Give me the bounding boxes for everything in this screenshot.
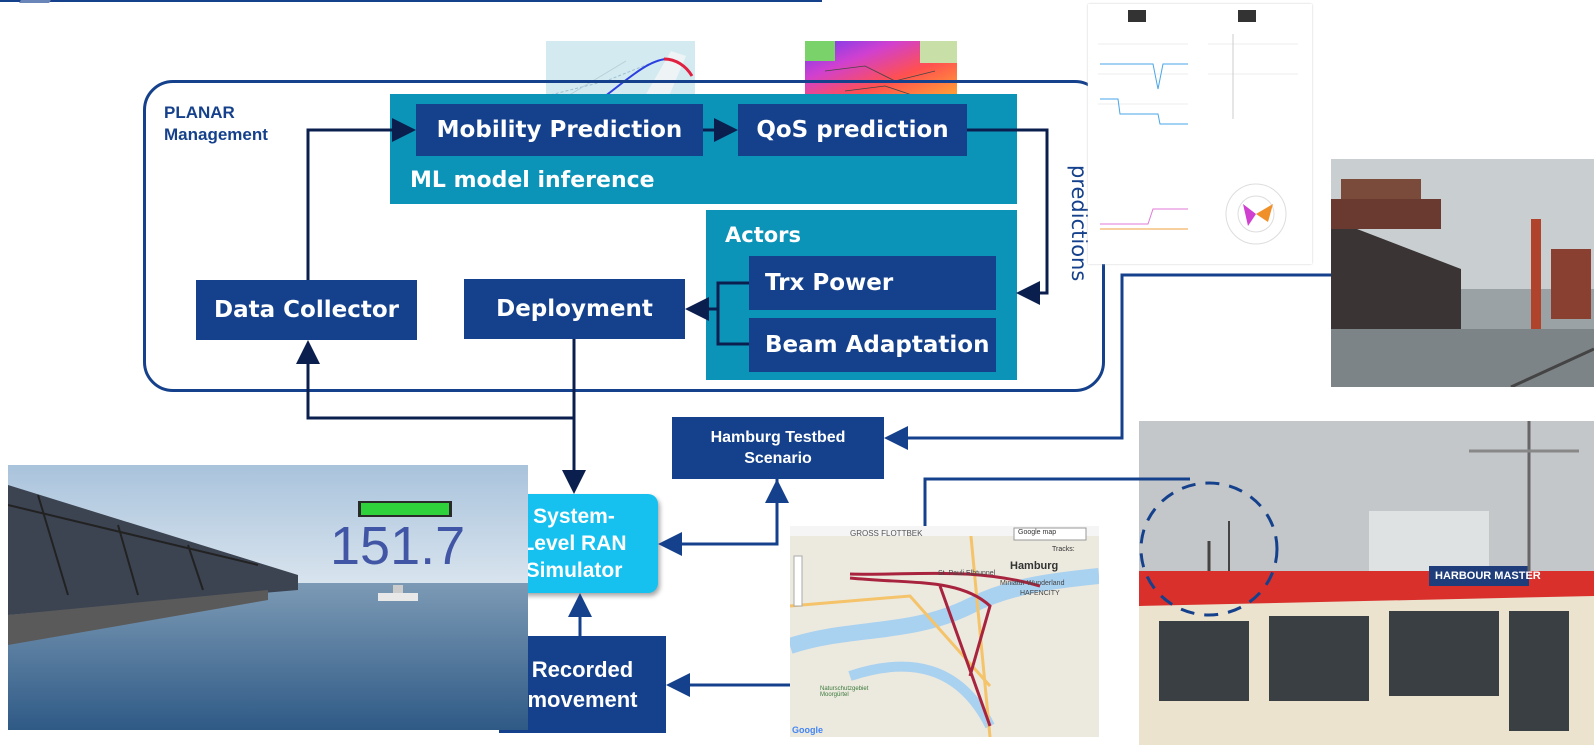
simulation-3d-screenshot: 151.7: [8, 465, 528, 730]
map-place-label: St. Pauli Elbtunnel: [938, 570, 996, 577]
mobility-prediction-box: Mobility Prediction: [416, 104, 703, 156]
line-boat-to-map: [923, 477, 1190, 526]
mobility-trajectory-thumbnail: [546, 41, 695, 103]
map-place-label: GROSS FLOTTBEK: [850, 529, 923, 538]
arrow-ship-to-testbed: [884, 273, 1331, 450]
arrow-collector-to-mobility: [306, 118, 416, 280]
harbour-master-boat-photo: HARBOUR MASTER: [1139, 421, 1594, 745]
qos-prediction-box: QoS prediction: [738, 104, 967, 156]
deployment-box: Deployment: [464, 279, 685, 339]
beam-adaptation-box: Beam Adaptation: [749, 318, 996, 372]
map-type-select: Google map: [1018, 529, 1057, 536]
container-ship-photo: [1331, 159, 1594, 387]
harbour-master-sign: HARBOUR MASTER: [1435, 570, 1541, 582]
hamburg-testbed-line2: Scenario: [744, 450, 812, 467]
map-place-label: Google: [792, 725, 823, 735]
ml-inference-label: ML model inference: [410, 168, 655, 193]
qos-heatmap-thumbnail: [805, 41, 957, 103]
planar-title: PLANAR Management: [164, 102, 268, 146]
trx-power-box: Trx Power: [749, 256, 996, 310]
arrow-simulator-to-collector: [296, 340, 574, 420]
simulator-line2: Level RAN: [521, 532, 627, 555]
map-place-label: HAFENCITY: [1020, 590, 1060, 597]
hamburg-testbed-line1: Hamburg Testbed: [710, 429, 846, 446]
planar-title-line1: PLANAR: [164, 103, 235, 122]
hamburg-testbed-box: Hamburg Testbed Scenario: [672, 417, 884, 479]
arrow-actors-bracket: [716, 281, 749, 346]
arrow-testbed-to-simulator: [658, 479, 779, 556]
sim-speed-readout: 151.7: [330, 516, 466, 576]
simulator-line3: Simulator: [525, 559, 623, 582]
hamburg-map-screenshot: GROSS FLOTTBEK Hamburg St. Pauli Elbtunn…: [790, 526, 1099, 737]
map-place-label: Miniatur Wunderland: [1000, 580, 1065, 587]
actors-label: Actors: [725, 223, 802, 247]
planar-title-line2: Management: [164, 125, 268, 144]
recorded-movement-line1: Recorded: [531, 656, 634, 682]
map-place-label: Hamburg: [1010, 560, 1059, 572]
data-collector-box: Data Collector: [196, 280, 417, 340]
map-tracks-label: Tracks:: [1052, 546, 1075, 553]
map-place-label: Naturschutzgebiet Moorgürtel: [820, 686, 869, 698]
predictions-label: predictions: [1067, 165, 1091, 282]
header-line: [0, 0, 822, 2]
arrow-qos-to-actors: [967, 128, 1049, 305]
simulator-line1: System-: [533, 505, 615, 528]
recorded-movement-line2: movement: [527, 686, 638, 712]
dashboard-plots-thumbnail: [1088, 4, 1312, 264]
